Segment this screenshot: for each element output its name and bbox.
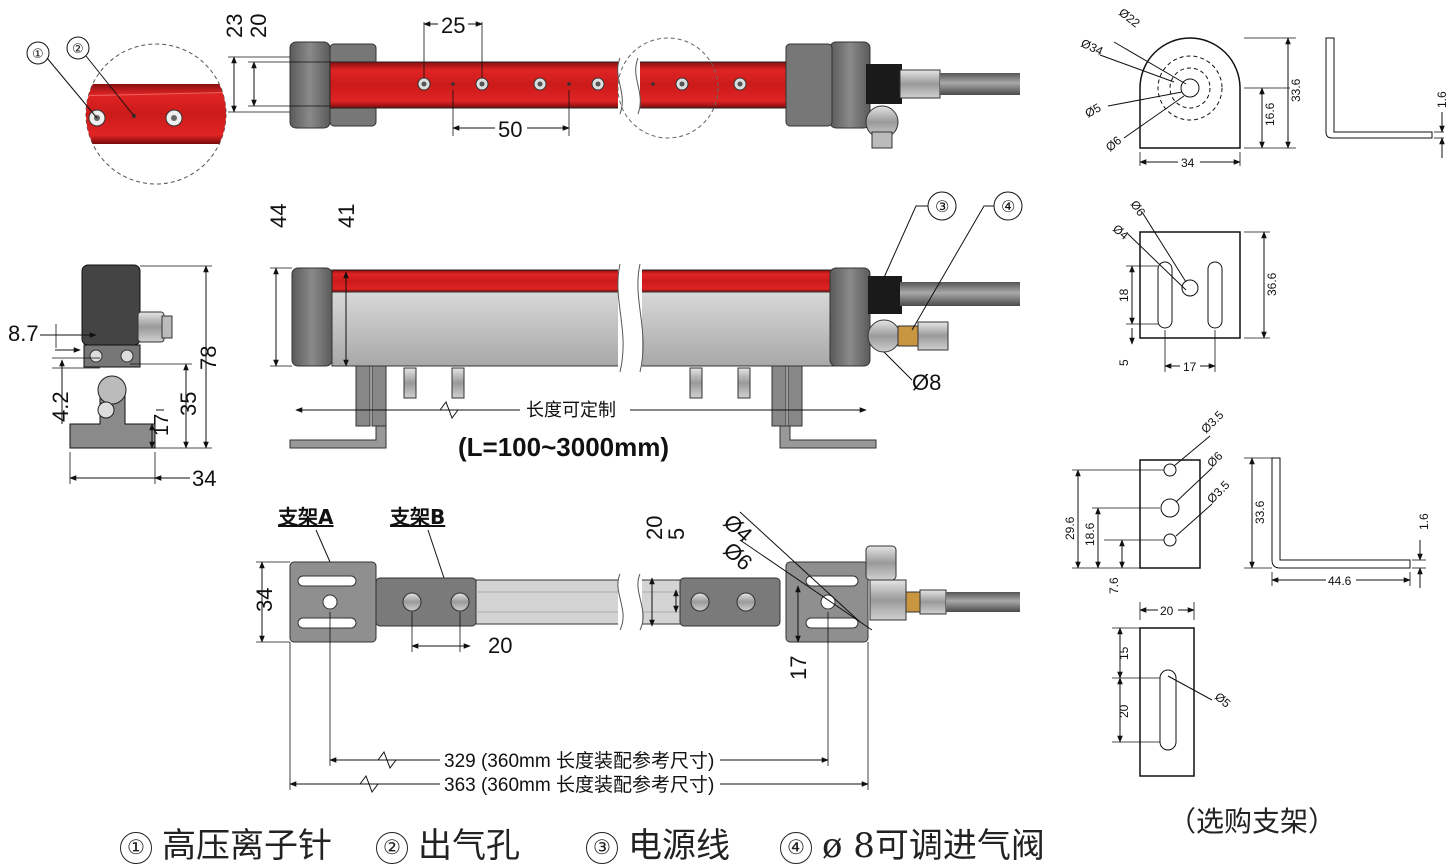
side-view: 44 41 长度可定制 (L=100~3000mm) ③ ④ Ø8	[266, 191, 1023, 462]
b1-dim-33-6: 33.6	[1289, 78, 1303, 102]
top-view: 23 20 25 50	[222, 12, 1020, 149]
b2-phi6: Ø6	[1128, 198, 1149, 219]
end-dim-8-7: 8.7	[8, 321, 39, 346]
end-dim-34: 34	[192, 466, 216, 491]
b1-dim-1-6: 1.6	[1435, 91, 1449, 108]
emitter-pins	[417, 77, 747, 91]
bracket-a-label: 支架A	[278, 505, 334, 529]
bottom-dim-5: 5	[664, 528, 689, 540]
b3-dim-1-6: 1.6	[1417, 513, 1431, 530]
left-end-cap	[289, 41, 331, 129]
bracket-b-label: 支架B	[390, 505, 445, 529]
legend-num-1: ①	[120, 832, 152, 864]
b2-dim-17: 17	[1183, 360, 1197, 374]
callout-1: ①	[32, 46, 44, 61]
b1-phi22: Ø22	[1116, 5, 1143, 30]
b2-dim-5: 5	[1117, 359, 1131, 366]
bottom-dim-17: 17	[786, 656, 811, 680]
callout-4: ④	[1001, 199, 1015, 216]
b4-dim-15: 15	[1117, 646, 1131, 660]
legend-item-1: ① 高压离子针	[120, 818, 332, 867]
callout-2: ②	[72, 41, 84, 56]
bottom-dim-20b: 20	[642, 516, 667, 540]
b1-dim-16-6: 16.6	[1263, 102, 1277, 126]
b4-dim-20b: 20	[1117, 704, 1131, 718]
optional-brackets-label: （选购支架）	[1168, 805, 1337, 838]
b1-dim-34: 34	[1181, 156, 1195, 170]
b2-phi4: Ø4	[1110, 222, 1132, 243]
b3-dim-33-6: 33.6	[1253, 500, 1267, 524]
side-dim-44: 44	[266, 204, 291, 228]
b3-phi3-5a: Ø3.5	[1198, 408, 1227, 437]
length-363: 363 (360mm 长度装配参考尺寸)	[444, 774, 714, 796]
legend-text-4: ø 8可调进气阀	[822, 826, 1045, 866]
end-dim-78: 78	[196, 346, 221, 370]
bracket-2: Ø6 Ø4 18 5 36.6 17	[1110, 198, 1279, 374]
legend-item-2: ② 出气孔	[376, 818, 520, 867]
b2-dim-18: 18	[1117, 288, 1131, 302]
dim-20: 20	[246, 14, 271, 38]
b3-dim-18-6: 18.6	[1083, 522, 1097, 546]
end-dim-4-2: 4.2	[48, 391, 73, 422]
callout-3: ③	[935, 199, 949, 216]
b3-dim-44-6: 44.6	[1328, 574, 1352, 588]
bottom-dim-20a: 20	[488, 633, 512, 658]
end-dim-17: 17	[151, 414, 173, 436]
legend-num-4: ④	[780, 832, 812, 864]
pin-detail: ① ②	[26, 36, 227, 185]
b4-dim-20: 20	[1160, 604, 1174, 618]
dim-50: 50	[498, 117, 522, 142]
bracket-3: Ø3.5 Ø6 Ø3.5 29.6 18.6 7.6 33.6 1.6 44.6	[1063, 408, 1431, 594]
bottom-view: 支架A 支架B 34 20	[252, 505, 1020, 796]
b3-phi6: Ø6	[1204, 449, 1225, 470]
length-range: (L=100~3000mm)	[458, 432, 669, 462]
end-dim-35: 35	[176, 392, 201, 416]
bottom-dim-phi6: Ø6	[719, 537, 758, 575]
end-view: 78 35 17 34 8.7 4.2	[8, 264, 221, 491]
legend-item-4: ④ ø 8可调进气阀	[780, 818, 1045, 867]
custom-length-label: 长度可定制	[526, 400, 616, 421]
b2-dim-36-6: 36.6	[1265, 272, 1279, 296]
legend-num-2: ②	[376, 832, 408, 864]
legend-item-3: ③ 电源线	[586, 818, 730, 867]
b3-dim-7-6: 7.6	[1107, 577, 1121, 594]
dim-25: 25	[441, 13, 465, 38]
dim-23: 23	[222, 14, 247, 38]
legend-text-2: 出气孔	[418, 826, 520, 866]
legend: ① 高压离子针 ② 出气孔 ③ 电源线 ④ ø 8可调进气阀	[120, 818, 1080, 866]
b4-phi5: Ø5	[1212, 690, 1234, 711]
side-dim-phi8: Ø8	[912, 370, 941, 395]
legend-num-3: ③	[586, 832, 618, 864]
bracket-4: 20 15 20 Ø5	[1112, 602, 1234, 777]
b3-phi3-5b: Ø3.5	[1204, 478, 1233, 507]
red-emitter-bar	[329, 61, 841, 109]
bracket-1: Ø22 Ø34 Ø5 Ø6 34 16.6 33.6 1.6	[1079, 5, 1449, 170]
bottom-dim-34: 34	[252, 588, 277, 612]
side-dim-41: 41	[334, 204, 359, 228]
b1-phi6: Ø6	[1103, 133, 1125, 154]
length-329: 329 (360mm 长度装配参考尺寸)	[444, 750, 714, 772]
b3-dim-29-6: 29.6	[1063, 516, 1077, 540]
b1-phi5: Ø5	[1083, 100, 1104, 120]
legend-text-1: 高压离子针	[162, 826, 332, 866]
legend-text-3: 电源线	[628, 826, 730, 866]
